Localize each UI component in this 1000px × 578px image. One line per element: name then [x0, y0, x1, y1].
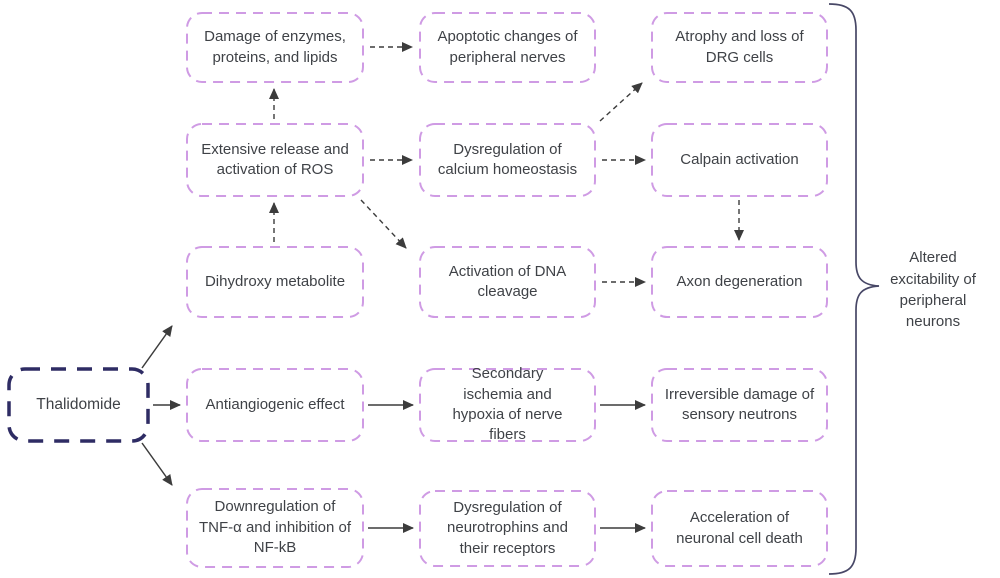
- node-apoptotic: Apoptotic changes of peripheral nerves: [437, 28, 578, 66]
- border-calcium: [419, 123, 596, 197]
- node-calcium: Dysregulation of calcium homeostasis: [437, 140, 578, 178]
- arrow-thalidomide-to-dihydroxy: [141, 325, 173, 369]
- arrow-thalidomide-to-downregulation: [141, 442, 173, 486]
- node-sensory: Irreversible damage of sensory neutrons: [664, 385, 815, 423]
- border-dna-cleavage: [419, 246, 596, 318]
- node-downregulation: Downregulation of TNF-α and inhibition o…: [198, 498, 352, 557]
- node-calpain: Calpain activation: [680, 150, 799, 168]
- node-borders: [186, 12, 828, 568]
- solid-arrows: [141, 325, 646, 533]
- border-calpain: [651, 123, 828, 197]
- dashed-arrows: [269, 42, 744, 287]
- border-antiangiogenic: [186, 368, 364, 442]
- node-antiangiogenic: Antiangiogenic effect: [205, 395, 345, 413]
- border-sensory: [651, 368, 828, 442]
- node-thalidomide: Thalidomide: [36, 396, 121, 414]
- node-neurotrophins: Dysregulation of neurotrophins and their…: [447, 498, 568, 557]
- border-ros: [186, 123, 364, 197]
- border-apoptotic: [419, 12, 596, 83]
- arrow-ros-to-dna-cleavage: [360, 199, 407, 249]
- node-ischemia: Secondary ischemia and hypoxia of nerve …: [452, 365, 563, 444]
- node-dihydroxy: Dihydroxy metabolite: [204, 272, 346, 290]
- border-neurotrophins: [419, 490, 596, 567]
- border-atrophy: [651, 12, 828, 83]
- node-cell-death: Acceleration of neuronal cell death: [676, 509, 803, 547]
- border-ischemia: [419, 368, 596, 442]
- border-dihydroxy: [186, 246, 364, 318]
- border-downregulation: [186, 488, 364, 568]
- outcome-brace: [828, 3, 880, 575]
- border-thalidomide: [7, 367, 150, 443]
- node-dna-cleavage: Activation of DNA cleavage: [448, 262, 567, 300]
- border-axon: [651, 246, 828, 318]
- border-cell-death: [651, 490, 828, 567]
- node-ros: Extensive release and activation of ROS: [201, 140, 349, 178]
- outcome-label: Altered excitability of peripheral neuro…: [890, 249, 976, 331]
- node-axon: Axon degeneration: [676, 272, 803, 290]
- border-damage-enzymes: [186, 12, 364, 83]
- arrow-calcium-to-atrophy: [599, 82, 643, 122]
- node-atrophy: Atrophy and loss of DRG cells: [675, 28, 804, 66]
- node-damage-enzymes: Damage of enzymes, proteins, and lipids: [204, 28, 346, 66]
